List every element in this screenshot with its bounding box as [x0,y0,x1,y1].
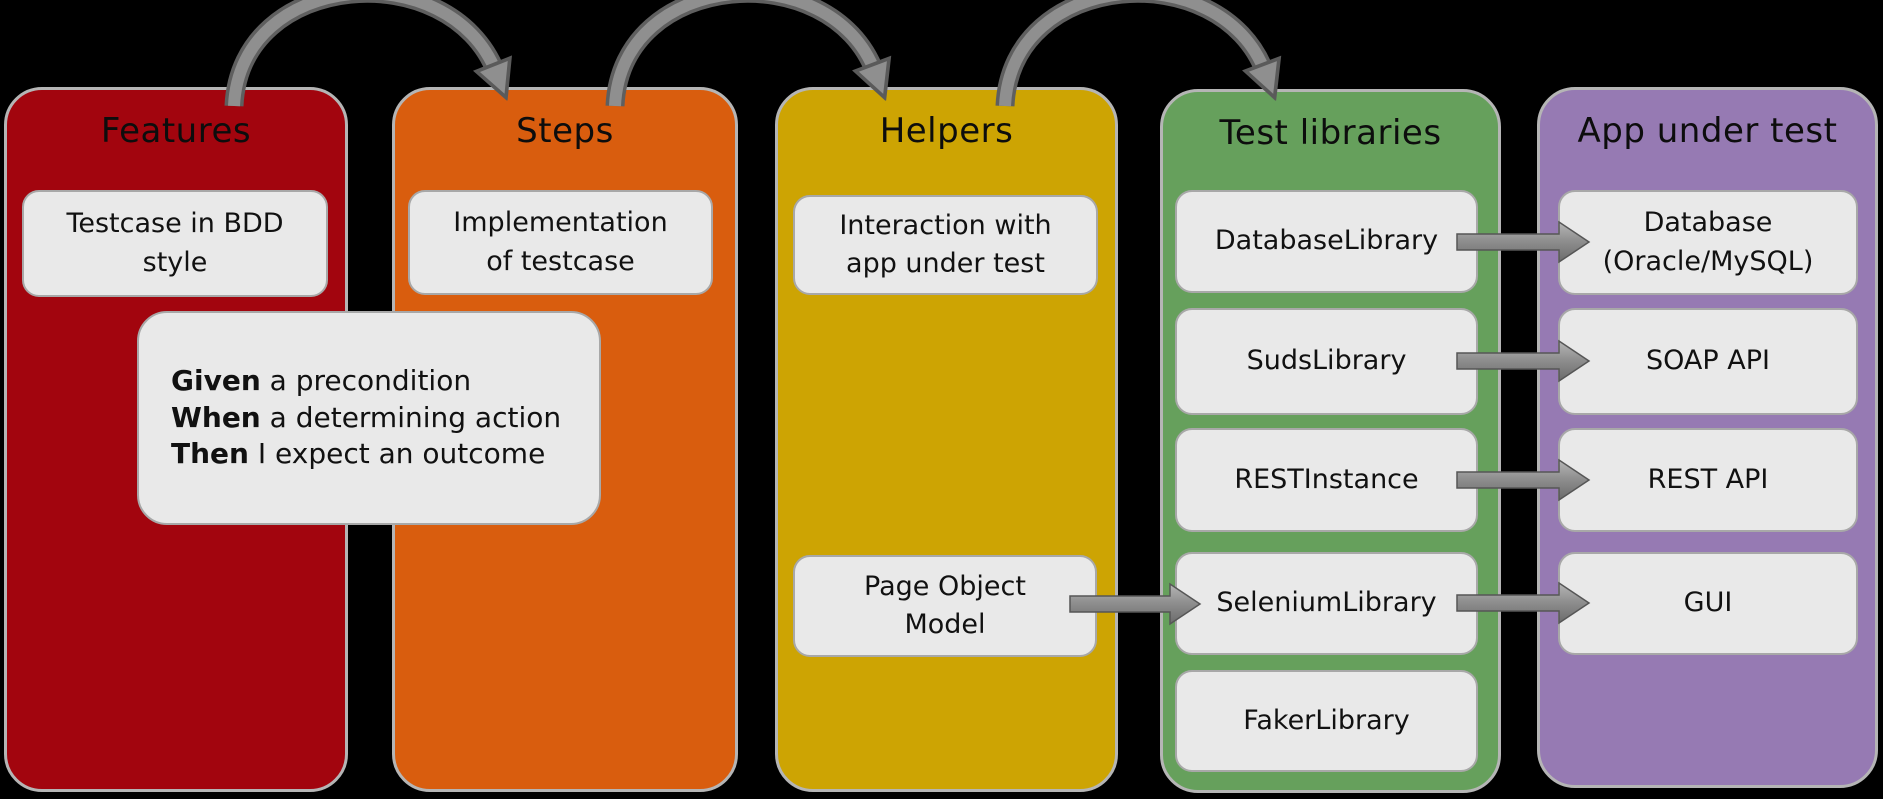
bdd-keyword-when: When [171,400,261,434]
column-features-title: Features [100,111,252,151]
box-gui: GUI [1558,552,1858,655]
box-databaselibrary: DatabaseLibrary [1175,190,1478,293]
box-rest-api: REST API [1558,428,1858,532]
box-page-object-model: Page Object Model [793,555,1097,657]
column-helpers: Helpers [775,87,1118,792]
box-interaction-with-app-under-test: Interaction with app under test [793,195,1098,295]
bdd-keyword-then: Then [171,437,249,471]
box-implementation-of-testcase: Implementation of testcase [408,190,713,295]
box-bdd-note: Given a precondition When a determining … [137,311,601,525]
box-testcase-in-bdd-style: Testcase in BDD style [22,190,328,297]
column-app-under-test-title: App under test [1577,111,1838,151]
box-soap-api: SOAP API [1558,308,1858,415]
box-restinstance: RESTInstance [1175,428,1478,532]
column-test-libraries-title: Test libraries [1219,113,1442,153]
column-helpers-title: Helpers [879,111,1014,151]
box-seleniumlibrary: SeleniumLibrary [1175,552,1478,655]
box-fakerlibrary: FakerLibrary [1175,670,1478,772]
box-sudslibrary: SudsLibrary [1175,308,1478,415]
column-steps-title: Steps [516,111,614,151]
bdd-keyword-given: Given [171,363,261,397]
box-database-oracle-mysql: Database (Oracle/MySQL) [1558,190,1858,295]
